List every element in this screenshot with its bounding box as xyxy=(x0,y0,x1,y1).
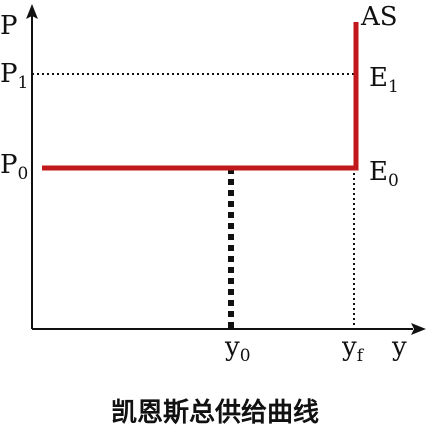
x-axis-arrow xyxy=(411,323,426,335)
p0-label: P0 xyxy=(0,150,28,184)
y-axis-arrow xyxy=(26,4,38,19)
e0-label: E0 xyxy=(369,157,399,191)
y-axis-label: P xyxy=(0,11,18,41)
diagram-caption: 凯恩斯总供给曲线 xyxy=(111,397,319,428)
as-curve-label: AS xyxy=(360,2,398,32)
e1-label: E1 xyxy=(369,63,399,97)
yf-label: yf xyxy=(341,332,365,366)
x-axis-label: y xyxy=(391,332,407,362)
p1-label: P1 xyxy=(0,59,28,93)
y0-label: y0 xyxy=(224,332,251,366)
as-curve xyxy=(42,22,359,171)
